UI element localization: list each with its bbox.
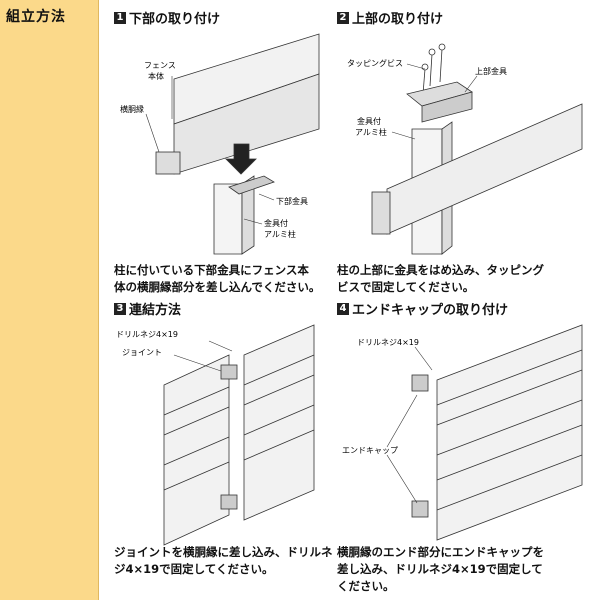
step-1-number: 1 — [114, 11, 126, 24]
end-cap-bottom — [411, 500, 429, 518]
rail-end — [155, 151, 181, 175]
step-1-caption: 柱に付いている下部金具にフェンス本 体の横胴縁部分を差し込んでください。 — [114, 263, 321, 294]
step-3-caption: ジョイントを横胴縁に差し込み、ドリルネ ジ4×19で固定してください。 — [114, 545, 333, 576]
step-3-title: 3 連結方法 — [114, 299, 181, 318]
left-panel — [163, 354, 230, 546]
step-4-diagram: ドリルネジ4×19 エンドキャップ — [342, 324, 583, 541]
step-1-title: 1 下部の取り付け — [114, 8, 220, 27]
label-rail: 横胴縁 — [120, 104, 144, 114]
label-joint: ジョイント — [122, 348, 162, 357]
step-2-title-text: 上部の取り付け — [352, 12, 444, 27]
right-panel — [243, 324, 315, 521]
label-post-2: アルミ柱 — [355, 127, 387, 137]
label-fence-body-2: 本体 — [148, 71, 164, 81]
rail-end — [371, 191, 391, 235]
sidebar: 組立方法 — [0, 0, 99, 600]
label-drill-screw: ドリルネジ4×19 — [357, 338, 419, 347]
label-post-1: 金具付 — [357, 116, 381, 126]
main-content: 1 下部の取り付け フェンス — [99, 0, 600, 600]
step-2-number: 2 — [337, 11, 349, 24]
joint-top — [220, 364, 238, 380]
label-upper-bracket: 上部金具 — [475, 66, 507, 76]
step-2-title: 2 上部の取り付け — [337, 8, 443, 27]
label-lower-bracket: 下部金具 — [276, 196, 308, 206]
label-post-2: アルミ柱 — [264, 229, 296, 239]
step-2-diagram: タッピングビス 上部金具 金具付 アルミ柱 — [347, 43, 583, 255]
end-cap-top — [411, 374, 429, 392]
label-post-1: 金具付 — [264, 218, 288, 228]
step-4-number: 4 — [337, 302, 349, 315]
label-tapping-screw: タッピングビス — [347, 58, 403, 68]
fence-panel — [436, 324, 583, 541]
step-3-title-text: 連結方法 — [129, 303, 182, 318]
step-4-title-text: エンドキャップの取り付け — [352, 303, 509, 318]
down-arrow — [225, 143, 257, 175]
step-1-title-text: 下部の取り付け — [129, 12, 221, 27]
label-end-cap: エンドキャップ — [342, 446, 398, 455]
step-3-diagram: ドリルネジ4×19 ジョイント — [116, 324, 315, 546]
lower-bracket — [228, 175, 275, 195]
step-4-title: 4 エンドキャップの取り付け — [337, 299, 508, 318]
step-3-number: 3 — [114, 302, 126, 315]
sidebar-title: 組立方法 — [6, 9, 66, 25]
post — [213, 183, 243, 255]
step-2-caption: 柱の上部に金具をはめ込み、タッピング ビスで固定してください。 — [337, 263, 544, 294]
label-drill-screw: ドリルネジ4×19 — [116, 330, 178, 339]
step-4-caption: 横胴縁のエンド部分にエンドキャップを 差し込み、ドリルネジ4×19で固定して く… — [337, 545, 544, 593]
step-1-diagram: フェンス 本体 横胴縁 下部金具 金具付 アルミ柱 — [120, 33, 320, 255]
label-fence-body-1: フェンス — [144, 61, 176, 70]
joint-bottom — [220, 494, 238, 510]
